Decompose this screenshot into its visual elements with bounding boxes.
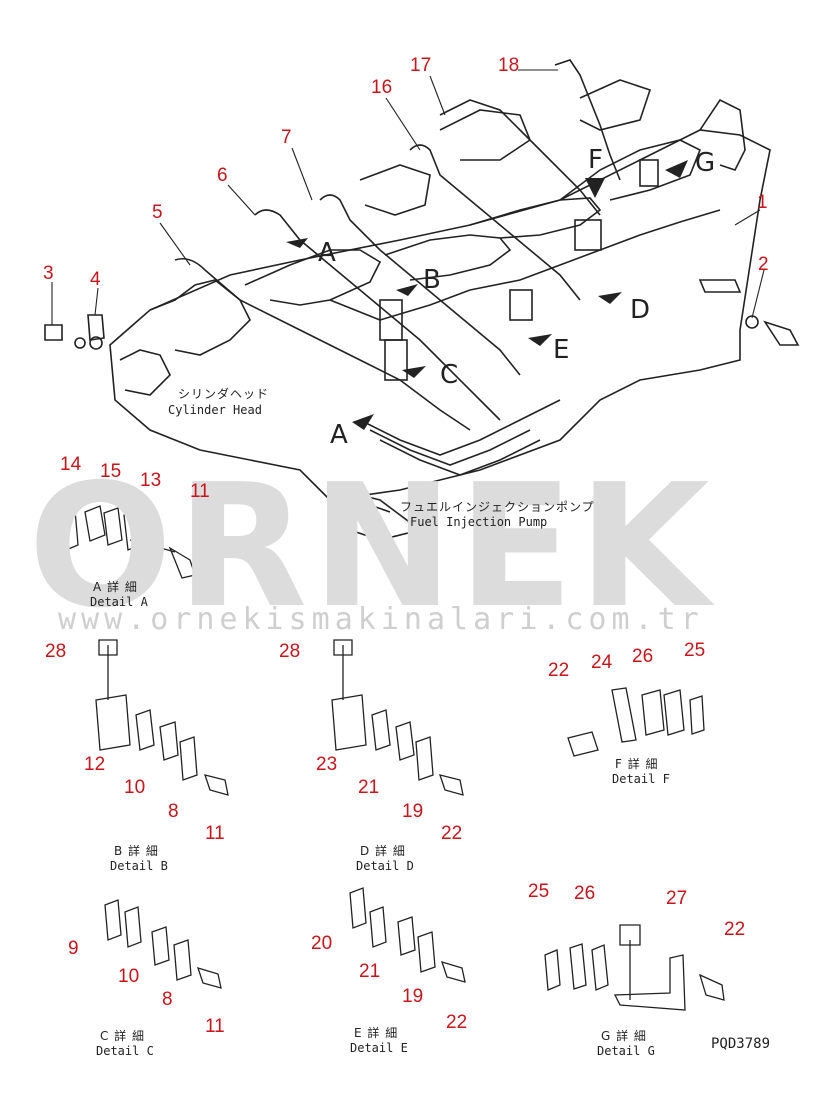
callout: 26	[632, 646, 654, 667]
detail-d-label-en: Detail D	[356, 859, 414, 873]
cylinder-head-label-en: Cylinder Head	[168, 403, 262, 417]
callout: 6	[217, 165, 228, 186]
callout: 10	[118, 966, 140, 987]
callout: 14	[60, 454, 82, 475]
callout: 1	[757, 192, 768, 213]
engine-block-outline	[109, 129, 771, 501]
cylinder-head-label-jp: シリンダヘッド	[178, 387, 270, 401]
callout: 26	[574, 883, 596, 904]
view-letter: B	[423, 265, 441, 295]
view-letter: A	[318, 238, 336, 268]
watermark-brand: ORNEK	[28, 448, 714, 646]
callout: 25	[528, 881, 550, 902]
callout: 28	[45, 641, 67, 662]
callout: 21	[359, 961, 381, 982]
callout: 13	[140, 470, 162, 491]
callout: 3	[43, 263, 54, 284]
callout: 5	[152, 202, 163, 223]
callout: 15	[100, 461, 122, 482]
callout: 18	[498, 55, 520, 76]
view-letter: D	[630, 295, 651, 325]
callout: 22	[446, 1012, 468, 1033]
callout: 11	[205, 823, 225, 844]
callout: 8	[162, 989, 173, 1010]
callout: 11	[190, 481, 210, 502]
detail-c-label-en: Detail C	[96, 1044, 154, 1058]
detail-b-label-en: Detail B	[110, 859, 168, 873]
callout: 9	[68, 938, 79, 959]
callout: 27	[666, 888, 688, 909]
detail-f-label-en: Detail F	[612, 772, 670, 786]
callout: 25	[684, 640, 706, 661]
detail-a-label-en: Detail A	[90, 595, 148, 609]
callout: 23	[316, 754, 338, 775]
view-letter: F	[588, 145, 603, 175]
detail-e-label-jp: E 詳 細	[354, 1026, 399, 1040]
view-letter: E	[553, 335, 570, 365]
fuel-pipe	[174, 257, 471, 431]
detail-c-label-jp: C 詳 細	[100, 1029, 146, 1043]
callout: 22	[548, 660, 570, 681]
detail-g-label-jp: G 詳 細	[601, 1029, 647, 1043]
callout: 22	[724, 919, 746, 940]
callout: 19	[402, 801, 424, 822]
callout: 10	[124, 777, 146, 798]
detail-e-label-en: Detail E	[350, 1041, 408, 1055]
callout: 8	[168, 801, 179, 822]
fuel-pump-label-en: Fuel Injection Pump	[410, 515, 548, 529]
callout: 12	[84, 754, 106, 775]
detail-g-label-en: Detail G	[597, 1044, 655, 1058]
callout: 2	[758, 254, 769, 275]
callout: 20	[311, 933, 333, 954]
callout: 19	[402, 986, 424, 1007]
callout: 16	[371, 77, 393, 98]
detail-a-label-jp: A 詳 細	[93, 580, 138, 594]
callout: 22	[441, 823, 463, 844]
view-letter: G	[695, 148, 716, 178]
callout: 21	[358, 777, 380, 798]
callout: 28	[279, 641, 301, 662]
drawing-code: PQD3789	[711, 1036, 771, 1052]
fuel-pump-label-jp: フュエルインジェクションポンプ	[400, 500, 595, 514]
detail-f-label-jp: F 詳 細	[615, 757, 659, 771]
detail-d-label-jp: D 詳 細	[360, 844, 406, 858]
callout: 4	[90, 269, 101, 290]
watermark-url: www.ornekismakinalari.com.tr	[58, 602, 704, 637]
callout: 7	[281, 127, 292, 148]
callout: 24	[591, 652, 613, 673]
callout: 11	[205, 1016, 225, 1037]
detail-b-label-jp: B 詳 細	[114, 844, 159, 858]
callout: 17	[410, 55, 432, 76]
view-letter: A	[330, 420, 348, 450]
view-letter: C	[440, 360, 459, 390]
